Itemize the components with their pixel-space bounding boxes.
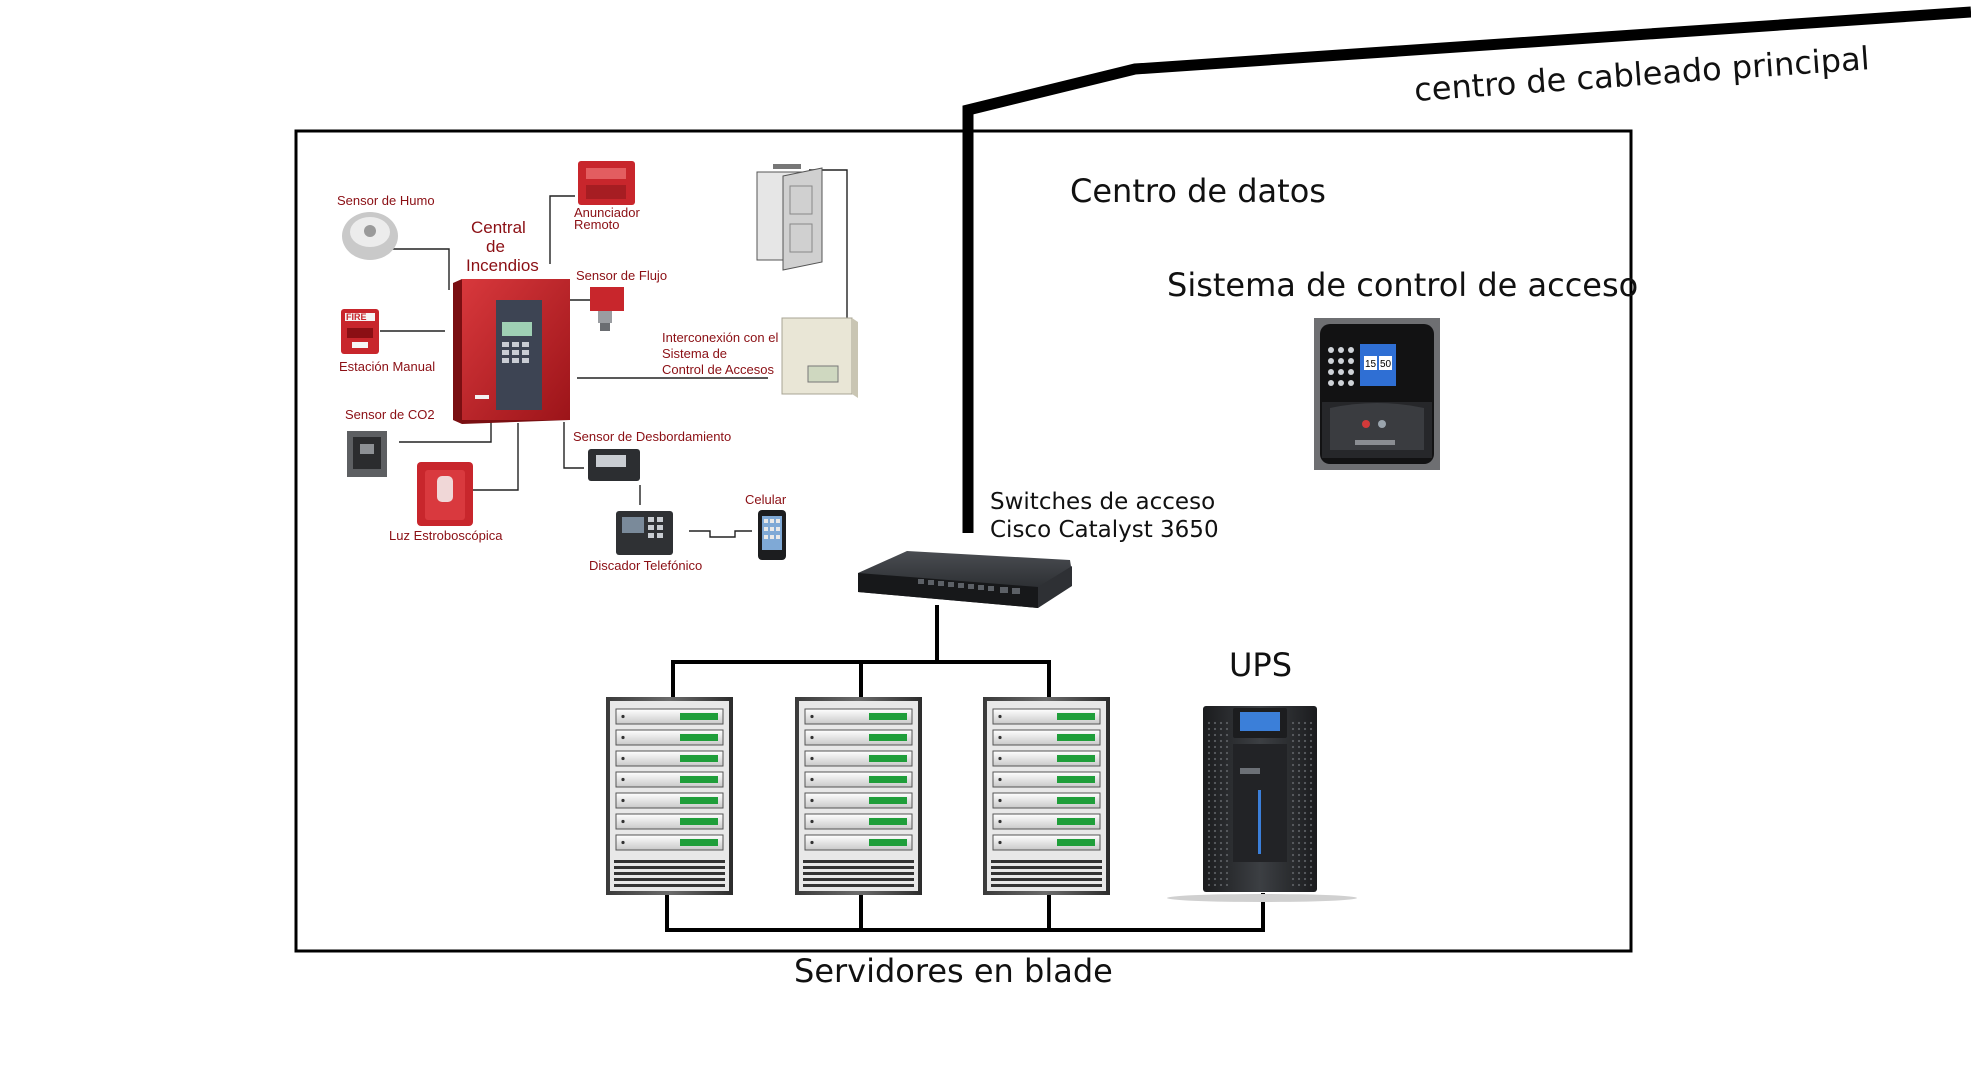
power-cabling <box>665 893 1265 932</box>
backbone-cable <box>962 6 1971 533</box>
dialer-label: Discador Telefónico <box>589 558 702 573</box>
rack-vent-stripe <box>803 866 914 869</box>
server-rack <box>983 697 1110 895</box>
rack-vent-stripe <box>803 860 914 863</box>
blade-unit <box>992 792 1101 809</box>
access-control-terminal: 15 50 <box>1314 318 1440 470</box>
central-label-3: Incendios <box>466 256 539 275</box>
overflow-sensor-label: Sensor de Desbordamiento <box>573 429 731 444</box>
blade-unit <box>804 729 913 746</box>
rack-vent-stripe <box>614 878 725 881</box>
server-network-cabling <box>671 605 1051 700</box>
manual-station-icon <box>341 309 379 354</box>
overflow-sensor-icon <box>588 449 640 481</box>
terminal-hour: 15 <box>1365 359 1377 370</box>
blade-unit <box>804 750 913 767</box>
fire-control-panel <box>453 279 570 424</box>
ups-icon <box>1167 706 1357 902</box>
data-center-box <box>294 129 1633 953</box>
blade-unit <box>615 729 724 746</box>
smoke-sensor-label: Sensor de Humo <box>337 193 435 208</box>
blade-unit <box>992 813 1101 830</box>
terminal-minute: 50 <box>1380 359 1392 370</box>
blade-unit <box>615 813 724 830</box>
rack-vent-stripe <box>991 860 1102 863</box>
rack-vent-stripe <box>991 866 1102 869</box>
ups-label: UPS <box>1229 646 1292 684</box>
switch-label-1: Switches de acceso <box>990 489 1215 515</box>
rack-vent-stripe <box>803 884 914 887</box>
blade-unit <box>804 834 913 851</box>
server-rack <box>795 697 922 895</box>
annunciator-label-1: Anunciador <box>574 205 640 220</box>
rack-vent-stripe <box>614 860 725 863</box>
co2-sensor-label: Sensor de CO2 <box>345 407 435 422</box>
blade-unit <box>992 750 1101 767</box>
rack-vent-stripe <box>991 884 1102 887</box>
fire-alarm-system: Central de Incendios Sensor de Humo FIRE… <box>337 161 858 573</box>
strobe-light-icon <box>417 462 473 526</box>
blade-unit <box>992 708 1101 725</box>
blade-unit <box>804 771 913 788</box>
server-racks <box>606 697 1110 895</box>
co2-sensor-icon <box>347 431 387 477</box>
smoke-sensor-icon <box>342 212 398 260</box>
interconnect-label-3: Control de Accesos <box>662 362 775 377</box>
flow-sensor-label: Sensor de Flujo <box>576 268 667 283</box>
interconnect-label-2: Sistema de <box>662 346 727 361</box>
door-icon <box>756 164 823 271</box>
flow-sensor-icon <box>590 287 624 331</box>
blade-unit <box>615 708 724 725</box>
server-rack <box>606 697 733 895</box>
access-interconnect-box <box>781 317 858 398</box>
rack-vent-stripe <box>991 872 1102 875</box>
fire-sign: FIRE <box>346 312 367 322</box>
interconnect-label-1: Interconexión con el <box>662 330 778 345</box>
blade-unit <box>804 708 913 725</box>
access-control-title: Sistema de control de acceso <box>1167 266 1638 304</box>
rack-vent-stripe <box>803 878 914 881</box>
blade-unit <box>992 729 1101 746</box>
strobe-label: Luz Estroboscópica <box>389 528 503 543</box>
rack-vent-stripe <box>803 872 914 875</box>
central-label-2: de <box>486 237 505 256</box>
blade-unit <box>804 813 913 830</box>
servers-label: Servidores en blade <box>794 952 1113 990</box>
blade-unit <box>804 792 913 809</box>
blade-unit <box>992 834 1101 851</box>
rack-vent-stripe <box>614 872 725 875</box>
rack-vent-stripe <box>991 878 1102 881</box>
blade-unit <box>615 834 724 851</box>
dialer-icon <box>616 511 673 555</box>
rack-vent-stripe <box>614 884 725 887</box>
switch-label-2: Cisco Catalyst 3650 <box>990 517 1219 543</box>
blade-unit <box>615 771 724 788</box>
blade-unit <box>615 792 724 809</box>
network-switch-icon <box>858 551 1072 608</box>
central-label-1: Central <box>471 218 526 237</box>
manual-station-label: Estación Manual <box>339 359 435 374</box>
blade-unit <box>992 771 1101 788</box>
annunciator-icon <box>578 161 635 205</box>
phone-label: Celular <box>745 492 787 507</box>
annunciator-label-2: Remoto <box>574 217 620 232</box>
data-center-title: Centro de datos <box>1070 172 1326 210</box>
mobile-phone-icon <box>758 510 786 560</box>
rack-vent-stripe <box>614 866 725 869</box>
blade-unit <box>615 750 724 767</box>
